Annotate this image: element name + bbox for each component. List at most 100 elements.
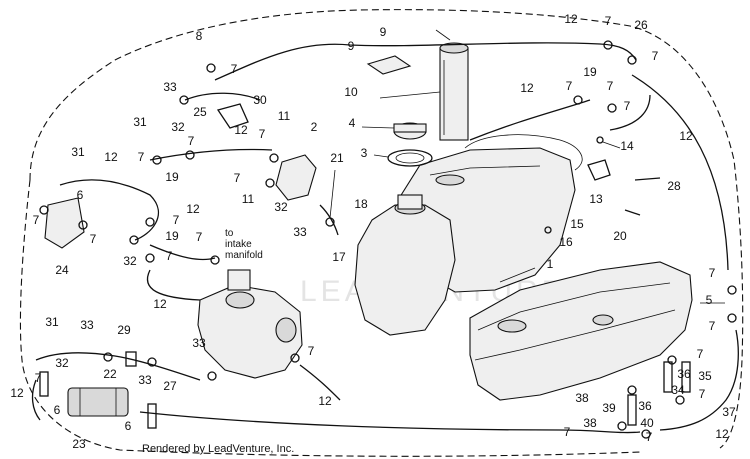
- callout-number: 33: [192, 336, 206, 350]
- callout-number: 19: [165, 170, 179, 184]
- mounting-plate: [366, 55, 412, 75]
- callout-number: 39: [602, 401, 616, 415]
- callout-number: 25: [193, 105, 207, 119]
- reservoir-tank: [354, 194, 456, 336]
- note-line-1: to: [225, 228, 234, 239]
- callout-number: 29: [117, 323, 131, 337]
- callout-number: 36: [638, 399, 652, 413]
- callout-number: 38: [583, 416, 597, 430]
- callout-number: 10: [344, 85, 358, 99]
- callout-number: 5: [706, 293, 713, 307]
- callout-number: 12: [520, 81, 534, 95]
- callout-number: 21: [330, 151, 344, 165]
- callout-number: 32: [55, 356, 69, 370]
- callout-number: 7: [259, 127, 266, 141]
- callout-number: 7: [90, 232, 97, 246]
- callout-number: 37: [722, 405, 736, 419]
- callout-number: 7: [166, 249, 173, 263]
- note-line-2: intake: [225, 239, 252, 250]
- valve-body: [44, 197, 85, 249]
- callout-number: 7: [35, 371, 42, 385]
- callout-number: 12: [186, 202, 200, 216]
- callout-number: 28: [667, 179, 681, 193]
- callout-number: 12: [10, 386, 24, 400]
- leader-lines: [329, 91, 725, 304]
- note-line-3: manifold: [225, 250, 263, 261]
- callout-number: 32: [274, 200, 288, 214]
- callout-number: 2: [311, 120, 318, 134]
- carbon-canister: [275, 154, 317, 201]
- callout-number: 7: [566, 79, 573, 93]
- callout-number: 17: [332, 250, 346, 264]
- callout-number: 11: [242, 192, 255, 206]
- callout-number: 11: [278, 109, 291, 123]
- callout-number: 12: [153, 297, 167, 311]
- callout-number: 32: [171, 120, 185, 134]
- callout-number: 19: [165, 229, 179, 243]
- callout-number: 18: [354, 197, 368, 211]
- callout-number: 30: [253, 93, 267, 107]
- callout-number: 7: [308, 344, 315, 358]
- callout-number: 12: [679, 129, 693, 143]
- callout-number: 7: [624, 99, 631, 113]
- inline-fuel-filter: [67, 387, 129, 417]
- callout-number: 35: [698, 369, 712, 383]
- callout-number: 1: [547, 257, 554, 271]
- callout-number: 8: [196, 29, 203, 43]
- callout-number: 13: [589, 192, 603, 206]
- callout-number: 26: [634, 18, 648, 32]
- callout-number: 7: [607, 79, 614, 93]
- callout-number: 9: [380, 25, 387, 39]
- callout-number: 7: [697, 347, 704, 361]
- callout-number: 7: [652, 49, 659, 63]
- callout-number: 32: [123, 254, 137, 268]
- callout-number: 7: [699, 387, 706, 401]
- callout-number: 6: [125, 419, 132, 433]
- callout-number: 7: [196, 230, 203, 244]
- filler-ring: [387, 149, 433, 167]
- callout-number: 7: [564, 425, 571, 439]
- callout-number: 9: [348, 39, 355, 53]
- callout-number: 12: [564, 12, 578, 26]
- callout-number: 12: [104, 150, 118, 164]
- callout-number: 33: [138, 373, 152, 387]
- callout-number: 31: [45, 315, 59, 329]
- callout-number: 15: [570, 217, 584, 231]
- callout-number: 7: [33, 213, 40, 227]
- callout-number: 7: [709, 266, 716, 280]
- callout-number: 23: [72, 437, 86, 451]
- filter-element: [435, 29, 469, 141]
- callout-number: 7: [709, 319, 716, 333]
- callout-number: 3: [361, 146, 368, 160]
- callout-number: 12: [318, 394, 332, 408]
- callout-number: 24: [55, 263, 69, 277]
- filler-cap: [393, 122, 427, 140]
- callout-number: 6: [77, 188, 84, 202]
- callout-number: 7: [605, 14, 612, 28]
- callout-number: 14: [620, 139, 634, 153]
- callout-number: 36: [677, 367, 691, 381]
- hose-clamps: [39, 40, 737, 439]
- callout-number: 12: [234, 123, 248, 137]
- callout-number: 12: [715, 427, 729, 441]
- callout-number: 7: [231, 62, 238, 76]
- callout-number: 6: [54, 403, 61, 417]
- callout-number: 40: [640, 416, 654, 430]
- callout-number: 34: [671, 383, 685, 397]
- callout-number: 33: [80, 318, 94, 332]
- callout-number: 19: [583, 65, 597, 79]
- footer-credit: Rendered by LeadVenture, Inc.: [142, 443, 294, 455]
- intake-manifold-note: to intake manifold: [225, 228, 263, 261]
- callout-number: 33: [293, 225, 307, 239]
- callout-number: 31: [133, 115, 147, 129]
- callout-number: 7: [646, 430, 653, 444]
- dashed-hose-route: [19, 9, 744, 457]
- callout-number: 38: [575, 391, 589, 405]
- callout-number: 7: [188, 134, 195, 148]
- callout-number: 4: [349, 116, 356, 130]
- throttle-body: [197, 269, 303, 379]
- callout-number: 31: [71, 145, 85, 159]
